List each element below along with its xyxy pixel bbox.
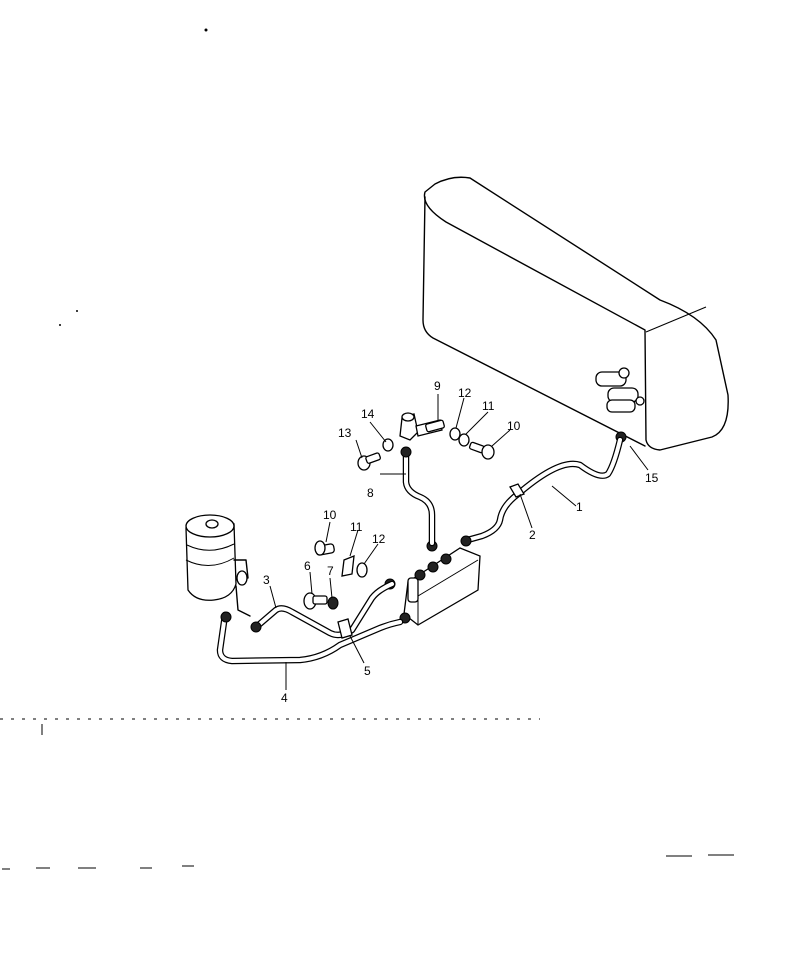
callout-2: 2: [529, 528, 536, 542]
leader-lines: [269, 394, 649, 690]
tank: [422, 176, 729, 451]
scan-artifacts: [0, 28, 734, 870]
pipe-4: [216, 611, 404, 665]
callout-7: 7: [327, 564, 334, 578]
callout-12-upper: 12: [458, 386, 472, 400]
callout-10-upper: 10: [507, 419, 521, 433]
bolt-6-washer-7: [303, 592, 339, 610]
callout-1: 1: [576, 500, 583, 514]
clamp-5: [337, 618, 353, 639]
valve-block: [384, 540, 481, 626]
callout-11-middle: 11: [350, 520, 363, 534]
callout-13: 13: [338, 426, 352, 440]
callout-labels: 1 2 3 4 5 6 7 8 9 10 10 11 11 12 12 13 1…: [263, 379, 659, 705]
callout-12-middle: 12: [372, 532, 386, 546]
callout-4: 4: [281, 691, 288, 705]
pipe-3: [251, 580, 396, 639]
pipe-1: [460, 436, 624, 547]
callout-8: 8: [367, 486, 374, 500]
callout-9: 9: [434, 379, 441, 393]
callout-11-upper: 11: [482, 399, 495, 413]
callout-6: 6: [304, 559, 311, 573]
callout-3: 3: [263, 573, 270, 587]
tank-fittings: [595, 367, 645, 443]
filter-canister: [185, 514, 251, 617]
callout-10-middle: 10: [323, 508, 337, 522]
callout-14: 14: [361, 407, 375, 421]
bolt-group-middle: [314, 540, 368, 578]
callout-15: 15: [645, 471, 659, 485]
fittings-upper-right: [425, 419, 495, 460]
callout-5: 5: [364, 664, 371, 678]
fittings-upper-left: [357, 438, 394, 471]
hose-8: [400, 446, 436, 547]
